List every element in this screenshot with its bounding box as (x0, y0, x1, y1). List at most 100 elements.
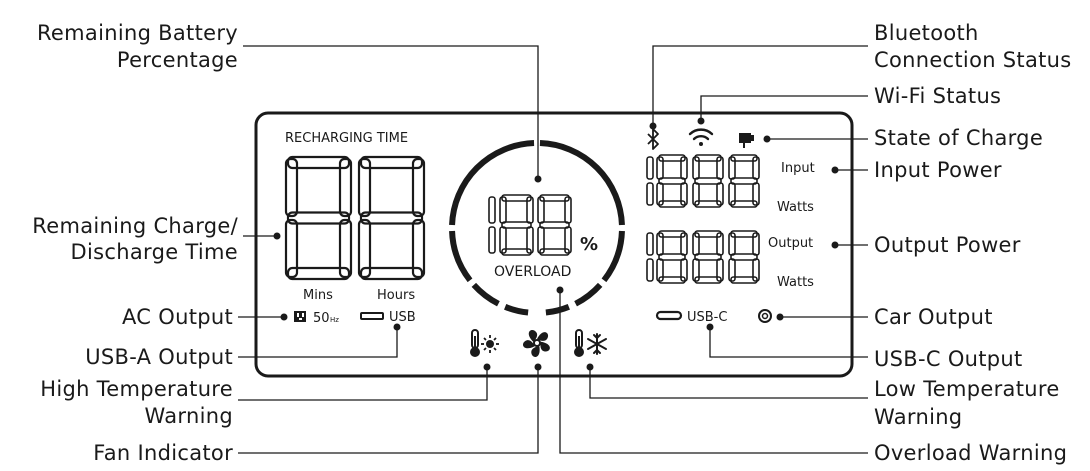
percent-digit-segment (499, 196, 507, 224)
input-digit-segment (680, 156, 688, 180)
mins-label: Mins (303, 288, 333, 303)
input-digit-segment (656, 156, 664, 180)
time-digit-segment (286, 266, 351, 281)
output-digit-segment (658, 253, 686, 261)
battery-percentage-callout-line2: Percentage (117, 48, 238, 72)
output-digit-segment (680, 258, 688, 282)
percent-digit-segment (564, 226, 572, 254)
ac-outlet-icon (294, 311, 306, 322)
overload-warning-callout: Overload Warning (874, 441, 1067, 465)
output-power-callout: Output Power (874, 233, 1021, 257)
usb-a-port-icon (360, 312, 384, 320)
time-digit-segment (411, 157, 426, 218)
percent-digit-segment (564, 196, 572, 224)
bluetooth-callout-line1: Bluetooth (874, 21, 979, 45)
output-digit-segment (730, 276, 758, 284)
output-digit-segment (730, 230, 758, 238)
battery-ring-segment (449, 140, 535, 226)
input-digit-segment (730, 200, 758, 208)
input-digit-segment (716, 156, 724, 180)
percent-sign: % (580, 234, 598, 255)
time-digit-segment (359, 211, 424, 225)
car-output-callout: Car Output (874, 305, 993, 329)
time-digit-segment (284, 157, 299, 218)
ac-frequency-value: 50 (313, 311, 330, 326)
time-digit-segment (411, 218, 426, 279)
fan-icon (523, 330, 550, 357)
time-digit-segment (286, 211, 351, 225)
input-digit-segment (656, 182, 664, 206)
battery-ring-segment (601, 230, 625, 283)
recharging-time-label: RECHARGING TIME (285, 131, 408, 146)
output-digit-segment (716, 232, 724, 256)
charge-time-callout-line1: Remaining Charge/ (32, 214, 238, 238)
percent-digit-segment (537, 226, 545, 254)
percent-digit-segment (539, 221, 570, 229)
output-power-digits (646, 230, 760, 284)
left-callouts: Remaining Battery Percentage Remaining C… (32, 21, 238, 465)
output-watts-label: Watts (777, 275, 814, 290)
percent-digit-segment (526, 226, 534, 254)
time-digit-display (284, 155, 426, 281)
thermometer-snowflake-icon (574, 329, 607, 357)
input-digit-segment (694, 200, 722, 208)
fan-indicator-callout: Fan Indicator (93, 441, 233, 465)
percent-digit-segment (526, 196, 534, 224)
input-digit-segment (658, 200, 686, 208)
time-digit-segment (357, 157, 372, 218)
overload-label: OVERLOAD (494, 264, 571, 280)
output-digit-segment (656, 232, 664, 256)
output-digit-segment (658, 276, 686, 284)
output-digit-segment (646, 258, 654, 282)
bluetooth-callout-line2: Connection Status (874, 48, 1072, 72)
output-digit-segment (716, 258, 724, 282)
time-digit-segment (286, 155, 351, 170)
usb-c-output-callout: USB-C Output (874, 347, 1023, 371)
low-temp-callout-line2: Warning (874, 405, 962, 429)
usb-a-label: USB (389, 310, 416, 325)
output-digit-segment (646, 232, 654, 256)
output-digit-segment (656, 258, 664, 282)
input-digit-segment (728, 156, 736, 180)
output-digit-segment (658, 230, 686, 238)
input-digit-segment (646, 156, 654, 180)
output-digit-segment (694, 230, 722, 238)
time-digit-segment (338, 218, 353, 279)
battery-ring-segment (539, 140, 625, 226)
usb-c-label: USB-C (687, 310, 727, 325)
input-power-callout: Input Power (874, 158, 1002, 182)
wifi-icon (688, 128, 714, 146)
input-digit-segment (646, 182, 654, 206)
time-digit-segment (359, 266, 424, 281)
wifi-status-callout: Wi-Fi Status (874, 84, 1001, 108)
hours-label: Hours (377, 288, 415, 303)
thermometer-sun-icon (470, 329, 499, 357)
right-callouts: Bluetooth Connection Status Wi-Fi Status… (874, 21, 1072, 465)
percent-digit-segment (501, 194, 532, 202)
output-digit-segment (752, 232, 760, 256)
output-digit-segment (694, 276, 722, 284)
input-digit-segment (728, 182, 736, 206)
battery-ring (449, 140, 625, 316)
battery-ring-segment (574, 282, 603, 307)
output-digit-segment (680, 232, 688, 256)
leader-lines (238, 45, 868, 454)
percent-digit-segment (539, 194, 570, 202)
battery-percentage-digits (488, 194, 572, 256)
car-output-icon (758, 309, 772, 323)
percent-digit-segment (488, 226, 496, 254)
high-temp-callout-line2: Warning (145, 404, 233, 428)
display-panel (254, 111, 854, 378)
percent-digit-segment (539, 248, 570, 256)
usb-a-output-callout: USB-A Output (85, 345, 233, 369)
input-digit-segment (730, 154, 758, 162)
charge-time-callout-line2: Discharge Time (71, 240, 238, 264)
input-digit-segment (658, 177, 686, 185)
battery-ring-segment (449, 230, 473, 283)
battery-ring-segment (471, 282, 500, 307)
low-temp-callout-line1: Low Temperature (874, 377, 1060, 401)
output-digit-segment (728, 258, 736, 282)
percent-digit-segment (488, 196, 496, 224)
output-digit-segment (728, 232, 736, 256)
input-digit-segment (752, 182, 760, 206)
